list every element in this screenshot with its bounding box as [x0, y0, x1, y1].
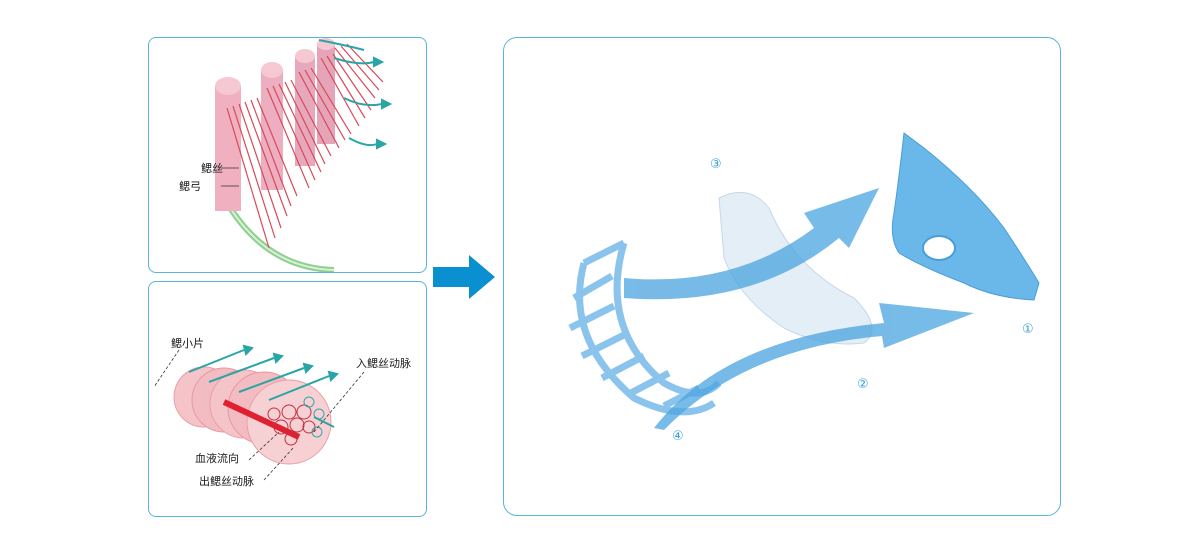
water-flow-arrows — [188, 344, 339, 428]
label-filament: 鳃丝 — [201, 162, 223, 175]
mask-exploded-panel: ③ ① ② ④ — [503, 37, 1061, 516]
gill-filament-illustration — [153, 344, 365, 481]
gill-arch-panel: 鳃丝 鳃弓 — [148, 37, 427, 273]
part-number-1: ① — [1022, 322, 1034, 337]
label-blood-flow: 血液流向 — [195, 452, 239, 465]
part-number-3: ③ — [710, 157, 722, 172]
label-efferent-artery: 出鳃丝动脉 — [199, 475, 254, 488]
gill-rays — [215, 38, 335, 211]
label-gill-arch: 鳃弓 — [179, 180, 201, 193]
mask-exploded-illustration — [568, 132, 1040, 430]
gill-filament-panel: 鳃小片 入鳃丝动脉 血液流向 出鳃丝动脉 — [148, 281, 427, 517]
water-flow-arrows — [318, 39, 393, 150]
label-lamella: 鳃小片 — [171, 337, 204, 350]
part-number-2: ② — [857, 377, 869, 392]
gill-arch-illustration — [215, 38, 393, 272]
mask-shell — [891, 132, 1040, 301]
capillary-network — [267, 404, 316, 446]
gill-filaments — [226, 43, 384, 249]
part-number-4: ④ — [672, 429, 684, 444]
label-afferent-artery: 入鳃丝动脉 — [356, 357, 411, 370]
right-arrow-icon — [433, 255, 495, 299]
airflow-arrows — [624, 188, 974, 430]
